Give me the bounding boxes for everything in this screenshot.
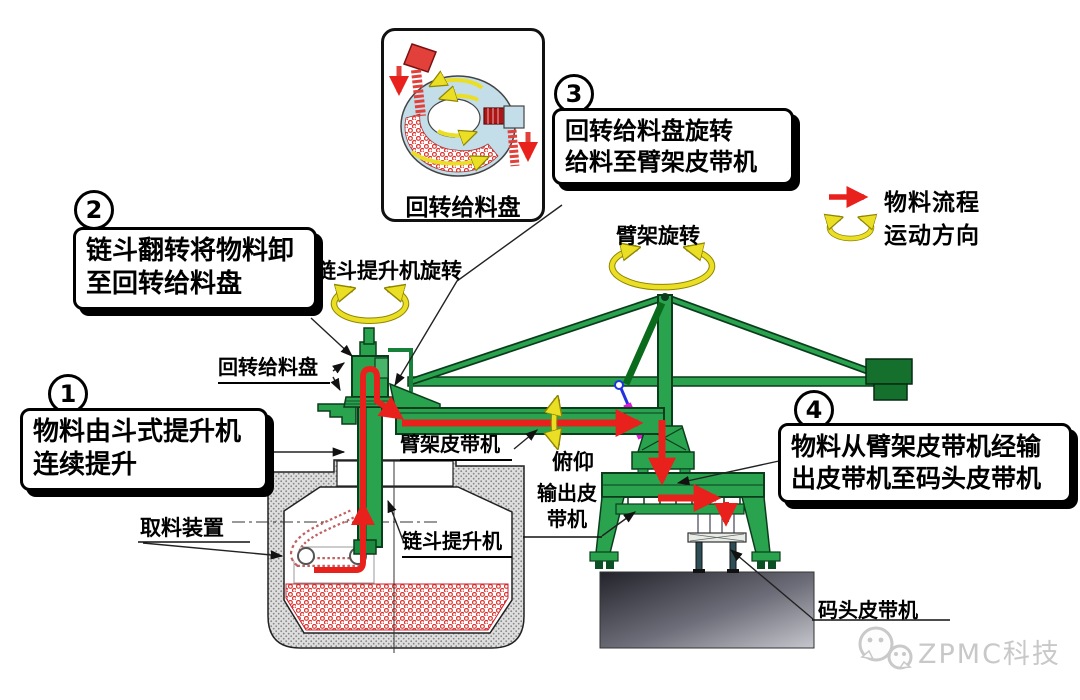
watermark-brand: ZPMC科技 [918,639,1061,670]
label-rotary-feeder: 回转给料盘 [218,351,330,384]
step3-line1: 回转给料盘旋转 [565,117,733,145]
hatch-coaming [336,460,454,487]
label-luffing: 俯仰 [552,450,594,474]
label-output-belt: 输出皮 带机 [537,481,597,531]
step2-line1: 链斗翻转将物料卸 [86,236,295,266]
material-flow-arrows [314,365,738,573]
step4-line1: 物料从臂架皮带机经输 [791,432,1042,461]
boom-rotation-icon [609,248,715,290]
step4-line2: 出皮带机至码头皮带机 [791,464,1042,493]
bulk-material [285,583,509,631]
rotary-feeder-inset-graphic [389,43,538,177]
wechat-icon [858,626,913,670]
label-boom-rotation: 臂架旋转 [616,224,700,248]
legend-motion-direction: 运动方向 [884,223,980,249]
step3-callout: 回转给料盘旋转 给料至臂架皮带机 [552,108,794,186]
counterweight [865,358,913,401]
legend-rotation-icon [830,218,872,241]
quay-conveyor [687,514,747,573]
quay-block [599,571,815,649]
legend-material-flow: 物料流程 [884,190,980,216]
leader-lines [142,204,814,620]
inset-outlet-chute [503,105,525,129]
step4-callout: 物料从臂架皮带机经输 出皮带机至码头皮带机 [778,423,1072,503]
label-boom-belt: 臂架皮带机 [400,428,512,461]
inset-caption: 回转给料盘 [405,195,521,221]
step2-line2: 至回转给料盘 [86,269,243,300]
step1-line1: 物料由斗式提升机 [33,417,242,447]
step1-callout: 物料由斗式提升机 连续提升 [20,408,268,491]
luffing-arrow-icon [554,399,557,446]
elevator-rotation-icon [331,289,409,323]
label-underlines [138,536,950,621]
label-reclaimer: 取料装置 [140,516,224,540]
step1-line2: 连续提升 [33,450,138,481]
tower-top-pipe [363,327,375,345]
ship-hold [267,459,525,649]
legend-icons [829,186,872,242]
label-quay-belt: 码头皮带机 [818,598,918,622]
rotary-feeder-inset-frame [381,28,545,222]
tower-side-bracket [317,403,357,425]
step3-line2: 给料至臂架皮带机 [565,147,757,176]
motion-symbols [330,248,716,446]
label-elevator-rotation: 链斗提升机旋转 [315,259,462,283]
label-bucket-elevator: 链斗提升机 [402,525,512,558]
step2-number: 2 [74,190,114,230]
reclaimer-chain [289,509,375,584]
step2-callout: 链斗翻转将物料卸 至回转给料盘 [73,227,317,310]
